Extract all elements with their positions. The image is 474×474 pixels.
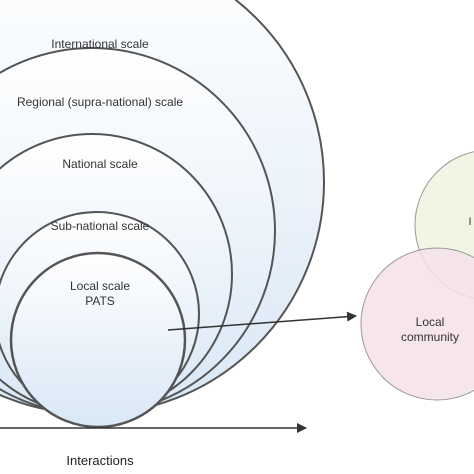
international-scale-label: International scale [51, 37, 149, 51]
subnational-scale-label: Sub-national scale [51, 219, 150, 233]
local-scale-label: Local scale [70, 279, 130, 293]
local-scale-circle [9, 251, 187, 429]
local-to-community-arrow [167, 311, 357, 331]
right-circle-glyph: I [468, 216, 471, 228]
national-scale-label: National scale [62, 157, 138, 171]
local-community-circle [360, 247, 474, 401]
local-community-label-line2: community [401, 330, 459, 344]
local-community-label-line1: Local [416, 315, 445, 329]
regional-scale-label: Regional (supra-national) scale [17, 95, 183, 109]
interactions-axis-label: Interactions [66, 453, 134, 468]
pats-label: PATS [85, 294, 115, 308]
